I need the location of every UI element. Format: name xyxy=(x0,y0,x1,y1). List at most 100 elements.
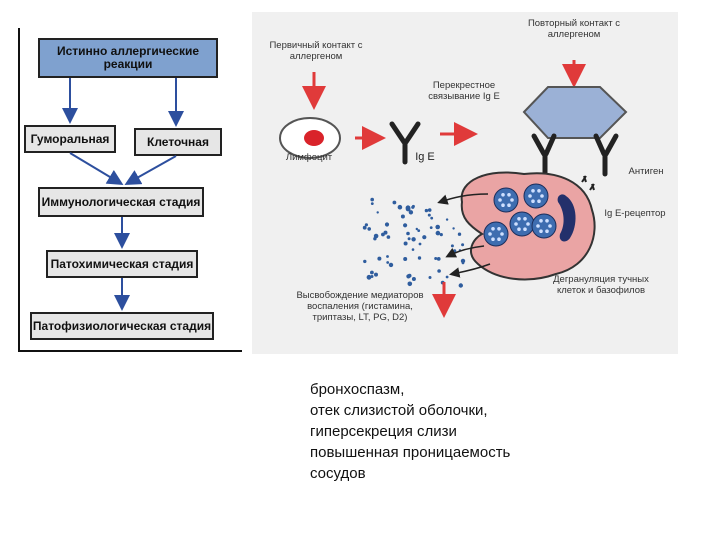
mediator-dot xyxy=(370,275,374,278)
humoral-box: Гуморальная xyxy=(24,125,116,153)
granule-dot xyxy=(545,219,549,223)
flowchart-panel: Истинно аллергические реакции Гуморальна… xyxy=(18,28,242,352)
mediator-dot xyxy=(366,274,372,280)
mediator-dot xyxy=(406,274,411,279)
mediator-dot xyxy=(430,216,434,220)
mast-cell-granules xyxy=(483,183,557,247)
immunological-stage-box: Иммунологическая стадия xyxy=(38,187,204,217)
mediator-dot xyxy=(370,202,374,206)
granule-dot xyxy=(526,222,530,226)
granule-dot xyxy=(523,227,527,231)
mediator-dot xyxy=(374,272,378,277)
mediator-dot xyxy=(411,248,415,251)
bound-ige-left xyxy=(531,133,557,177)
mediator-dot xyxy=(407,281,413,287)
granule-dot xyxy=(507,203,511,207)
mediator-dot xyxy=(384,222,390,227)
mediator-dot xyxy=(458,283,463,288)
granule-dot xyxy=(507,193,511,197)
mediator-dot xyxy=(403,257,408,261)
mediator-dot xyxy=(457,232,462,236)
mechanism-illustration: Первичный контакт с аллергеном Лимфоцит … xyxy=(252,12,678,354)
mast-cell-nucleus xyxy=(557,194,576,242)
granule-dot xyxy=(514,222,518,226)
mediator-dot xyxy=(429,226,433,230)
mediator-dot xyxy=(435,224,440,230)
arrow-cellular-to-stage1 xyxy=(124,155,177,185)
effect-mucosal-edema: отек слизистой оболочки, xyxy=(310,402,488,419)
granule-dot xyxy=(545,229,549,233)
granule-dot xyxy=(497,227,501,231)
lymphocyte-nucleus xyxy=(304,130,324,146)
effect-increased-permeability: повышенная проницаемость xyxy=(310,444,511,461)
mediator-dot xyxy=(364,223,368,227)
repeat-contact-label: Повторный контакт с аллергеном xyxy=(527,18,621,40)
lymphocyte-label: Лимфоцит xyxy=(285,152,333,163)
effect-bronchospasm: бронхоспазм, xyxy=(310,381,405,398)
mediator-dot xyxy=(383,230,388,235)
clinical-effects-list: бронхоспазм, отек слизистой оболочки, ги… xyxy=(310,379,510,484)
mediator-dot xyxy=(436,257,441,261)
granule-dot xyxy=(539,219,543,223)
mediator-dot xyxy=(417,229,421,233)
mediator-dot xyxy=(392,200,397,205)
antigen-label: Антиген xyxy=(628,166,664,177)
pathophysiological-stage-box: Патофизиологическая стадия xyxy=(30,312,214,340)
primary-contact-label: Первичный контакт с аллергеном xyxy=(269,40,363,62)
mediator-dot xyxy=(367,227,371,231)
granule xyxy=(531,213,557,239)
arrow-release-3 xyxy=(449,263,491,278)
mediator-release-label: Высвобождение медиаторов воспаления (гис… xyxy=(296,290,424,323)
granule-dot xyxy=(537,199,541,203)
ige-receptor-marks xyxy=(581,175,595,191)
mediator-dot xyxy=(403,241,408,246)
granule xyxy=(483,221,509,247)
granule-dot xyxy=(523,217,527,221)
mediator-dot xyxy=(445,275,449,279)
ige-label: Ig E xyxy=(415,151,435,163)
effect-vessels: сосудов xyxy=(310,465,366,482)
mediator-dot xyxy=(460,258,466,264)
mediator-dot xyxy=(370,197,374,202)
mediator-dot xyxy=(445,218,449,221)
mediator-dot xyxy=(363,259,367,264)
mediator-dot xyxy=(411,277,416,281)
granule-dot xyxy=(491,237,495,241)
mediator-dot xyxy=(407,237,411,241)
antigen-hexagon xyxy=(522,86,628,139)
mediator-dot xyxy=(386,235,391,239)
mediator-dot xyxy=(418,242,422,246)
mediator-dot xyxy=(403,223,408,228)
granule-dot xyxy=(528,194,532,198)
mediator-dot xyxy=(427,208,432,212)
mediator-dot xyxy=(388,262,394,268)
arrow-release-2 xyxy=(445,245,485,258)
mediator-dot xyxy=(435,230,441,236)
granule-dot xyxy=(540,194,544,198)
mediator-dot xyxy=(452,227,455,230)
mediator-dot xyxy=(439,233,443,237)
mediator-dot xyxy=(434,257,438,260)
mediator-dot xyxy=(461,243,465,247)
granule-dot xyxy=(537,189,541,193)
mediator-dot xyxy=(428,276,432,279)
mediator-dot xyxy=(362,225,367,230)
mediator-dot xyxy=(422,235,427,240)
granule-dot xyxy=(531,199,535,203)
granule-dot xyxy=(510,198,514,202)
effect-mucus-hypersecretion: гиперсекреция слизи xyxy=(310,423,457,440)
mediator-dot xyxy=(411,205,415,209)
mediator-dot xyxy=(406,231,410,236)
granule-dot xyxy=(548,224,552,228)
ige-receptor-label: Ig E-рецептор xyxy=(604,208,666,219)
ige-antibody xyxy=(389,121,421,165)
mediator-dot xyxy=(405,205,411,211)
granule xyxy=(523,183,549,209)
mediator-dot xyxy=(437,269,441,273)
granule-dot xyxy=(517,227,521,231)
cross-linking-label: Перекрестное связывание Ig E xyxy=(428,80,500,102)
granule-dot xyxy=(488,232,492,236)
arrow-humoral-to-stage1 xyxy=(69,152,124,186)
granule xyxy=(493,187,519,213)
mediator-dot xyxy=(424,208,429,213)
